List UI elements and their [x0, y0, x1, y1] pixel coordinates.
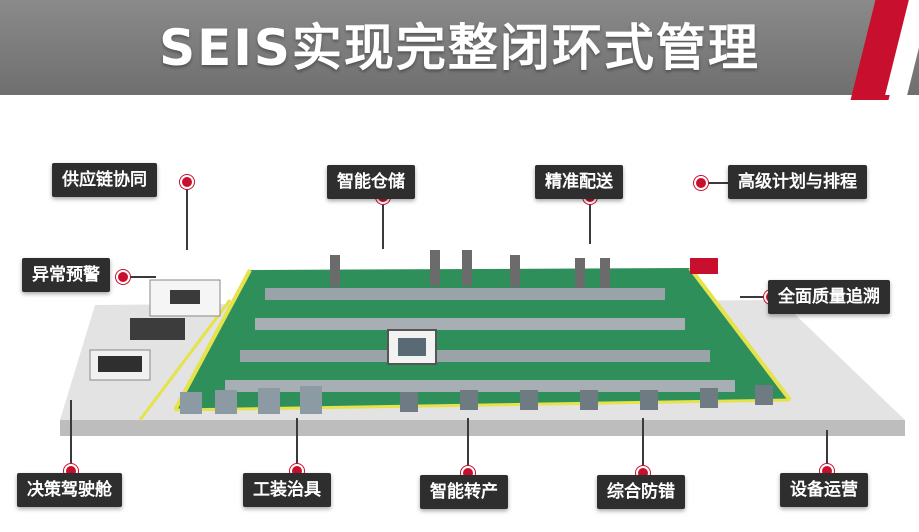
connector-smart-warehouse	[382, 194, 384, 249]
page-title: SEIS实现完整闭环式管理	[159, 19, 760, 77]
label-anomaly-alert: 异常预警	[22, 258, 110, 292]
front-machine-10	[700, 388, 718, 408]
connector-equipment-ops	[826, 430, 828, 470]
marker-advanced-planning	[694, 176, 708, 190]
side-equipment	[130, 318, 185, 340]
label-supply-chain: 供应链协同	[52, 163, 157, 197]
front-machine-2	[215, 390, 237, 414]
front-machine-7	[520, 390, 538, 410]
line-row-1	[265, 288, 665, 300]
front-machine-6	[460, 390, 478, 410]
front-machine-1	[180, 392, 202, 414]
line-row-3	[240, 350, 710, 362]
label-precise-delivery: 精准配送	[535, 165, 623, 199]
platform-edge	[60, 420, 905, 436]
front-machine-3	[258, 388, 280, 414]
label-advanced-planning: 高级计划与排程	[728, 165, 867, 199]
lane-line-left	[173, 269, 252, 411]
label-decision-cockpit: 决策驾驶舱	[17, 473, 122, 507]
connector-supply-chain	[186, 180, 188, 250]
rack-5	[575, 258, 585, 288]
label-smart-warehouse: 智能仓储	[327, 165, 415, 199]
connector-quality-trace	[740, 296, 770, 298]
connector-fixtures-tools	[296, 418, 298, 470]
control-screen	[398, 338, 426, 356]
connector-precise-delivery	[589, 194, 591, 244]
header-banner: SEIS实现完整闭环式管理	[0, 0, 919, 100]
front-machine-4	[300, 386, 322, 414]
label-equipment-ops: 设备运营	[780, 473, 868, 507]
label-quality-trace: 全面质量追溯	[768, 280, 890, 314]
line-row-4	[225, 380, 735, 392]
rack-6	[600, 258, 610, 288]
office-screen	[170, 290, 200, 304]
connector-decision-cockpit	[70, 400, 72, 470]
rack-1	[330, 255, 340, 287]
label-error-proofing: 综合防错	[597, 475, 685, 509]
front-machine-9	[640, 390, 658, 410]
rack-3	[462, 250, 472, 286]
rack-2	[430, 250, 440, 286]
connector-smart-changeover	[467, 418, 469, 473]
right-back-station	[690, 258, 718, 274]
front-machine-8	[580, 390, 598, 410]
connector-advanced-planning	[700, 182, 730, 184]
marker-anomaly-alert	[116, 270, 130, 284]
cockpit-screen	[98, 356, 142, 372]
front-machine-11	[755, 385, 773, 405]
connector-anomaly-alert	[126, 276, 156, 278]
label-fixtures-tools: 工装治具	[243, 473, 331, 507]
green-floor	[175, 268, 790, 410]
lane-line-right	[688, 266, 792, 402]
line-row-2	[255, 318, 685, 330]
rack-4	[510, 255, 520, 287]
label-smart-changeover: 智能转产	[420, 475, 508, 509]
marker-supply-chain	[180, 175, 194, 189]
lane-line-outer	[138, 299, 232, 421]
front-machine-5	[400, 392, 418, 412]
connector-error-proofing	[642, 418, 644, 473]
